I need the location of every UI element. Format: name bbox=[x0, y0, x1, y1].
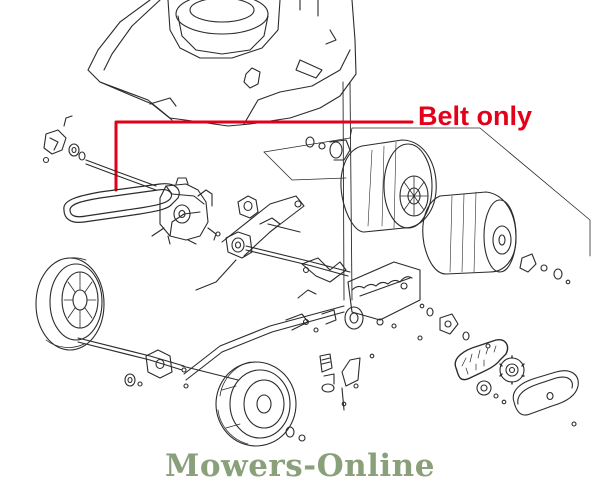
height-spring-parts bbox=[319, 353, 375, 411]
drive-chain bbox=[454, 339, 509, 381]
mower-deck bbox=[87, 0, 357, 127]
mowers-online-watermark: Mowers-Online bbox=[165, 448, 435, 484]
front-axle bbox=[77, 337, 239, 389]
drive-belt bbox=[63, 183, 180, 223]
wheel-fasteners bbox=[285, 426, 306, 442]
lever-bracket bbox=[221, 195, 305, 259]
front-wheel-left bbox=[35, 257, 105, 351]
height-adjust-lever bbox=[183, 266, 345, 381]
belt-callout-leader bbox=[114, 120, 414, 192]
belt-callout-label: Belt only bbox=[418, 101, 533, 131]
sprocket-large bbox=[499, 355, 525, 385]
roller-end-fittings bbox=[305, 136, 571, 285]
gearbox-end-fittings bbox=[42, 115, 157, 191]
sub-assembly-outline bbox=[263, 127, 591, 257]
front-wheel-right bbox=[215, 361, 297, 447]
height-rods bbox=[342, 81, 353, 301]
axle-rods bbox=[195, 223, 351, 291]
chain-guard bbox=[512, 370, 579, 427]
rear-bracket-spring bbox=[301, 257, 421, 330]
rear-roller-right bbox=[422, 191, 517, 275]
rear-roller-left bbox=[340, 139, 437, 233]
gearbox bbox=[151, 177, 221, 245]
sprocket-small bbox=[476, 380, 507, 405]
rear-fittings bbox=[417, 303, 491, 349]
